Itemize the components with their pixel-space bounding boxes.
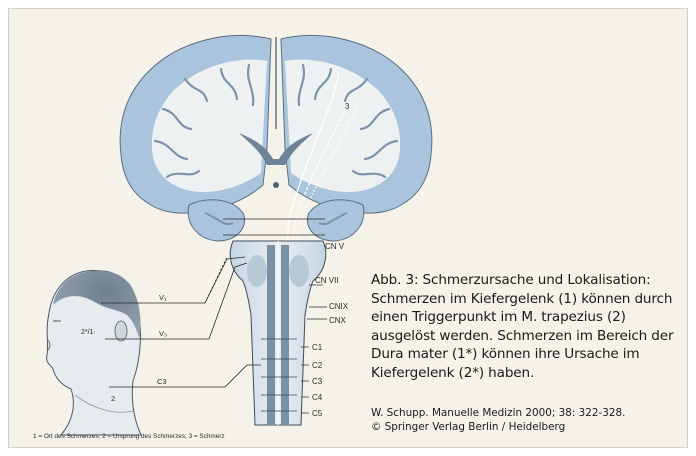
citation-copyright: © Springer Verlag Berlin / Heidelberg: [371, 421, 687, 435]
label-cn-v: CN V: [325, 242, 345, 251]
figure-panel: 3 CN V CN VII CNIX CNX: [8, 8, 688, 448]
label-cn-vii: CN VII: [315, 276, 339, 285]
caption-title: Abb. 3: Schmerzursache und Lokalisation:: [371, 271, 687, 290]
brain-coronal-section: [120, 36, 432, 241]
label-c3: C3: [312, 377, 323, 386]
label-c3-dermatome: C3: [157, 377, 167, 386]
pain-marker-2: 2: [111, 394, 115, 403]
label-c4: C4: [312, 393, 323, 402]
head-profile: [47, 270, 141, 435]
label-v3: V₃: [159, 329, 167, 338]
label-cn-x: CNX: [329, 316, 347, 325]
anatomy-illustration: 3 CN V CN VII CNIX CNX: [9, 9, 689, 449]
caption-body: Schmerzen im Kiefergelenk (1) können dur…: [371, 291, 673, 381]
citation-reference: W. Schupp. Manuelle Medizin 2000; 38: 32…: [371, 407, 687, 421]
citation: W. Schupp. Manuelle Medizin 2000; 38: 32…: [371, 407, 687, 434]
label-c2: C2: [312, 361, 323, 370]
label-v1: V₁: [159, 293, 167, 302]
figure-legend: 1 = Ort des Schmerzes; 2 = Ursprung des …: [33, 433, 225, 440]
label-cn-ix: CNIX: [329, 302, 349, 311]
pain-marker-3: 3: [345, 102, 350, 111]
label-c5: C5: [312, 409, 323, 418]
pain-marker-2star-1: 2*/1·: [81, 329, 96, 336]
label-c1: C1: [312, 343, 323, 352]
figure-caption: Abb. 3: Schmerzursache und Lokalisation:…: [371, 271, 687, 383]
